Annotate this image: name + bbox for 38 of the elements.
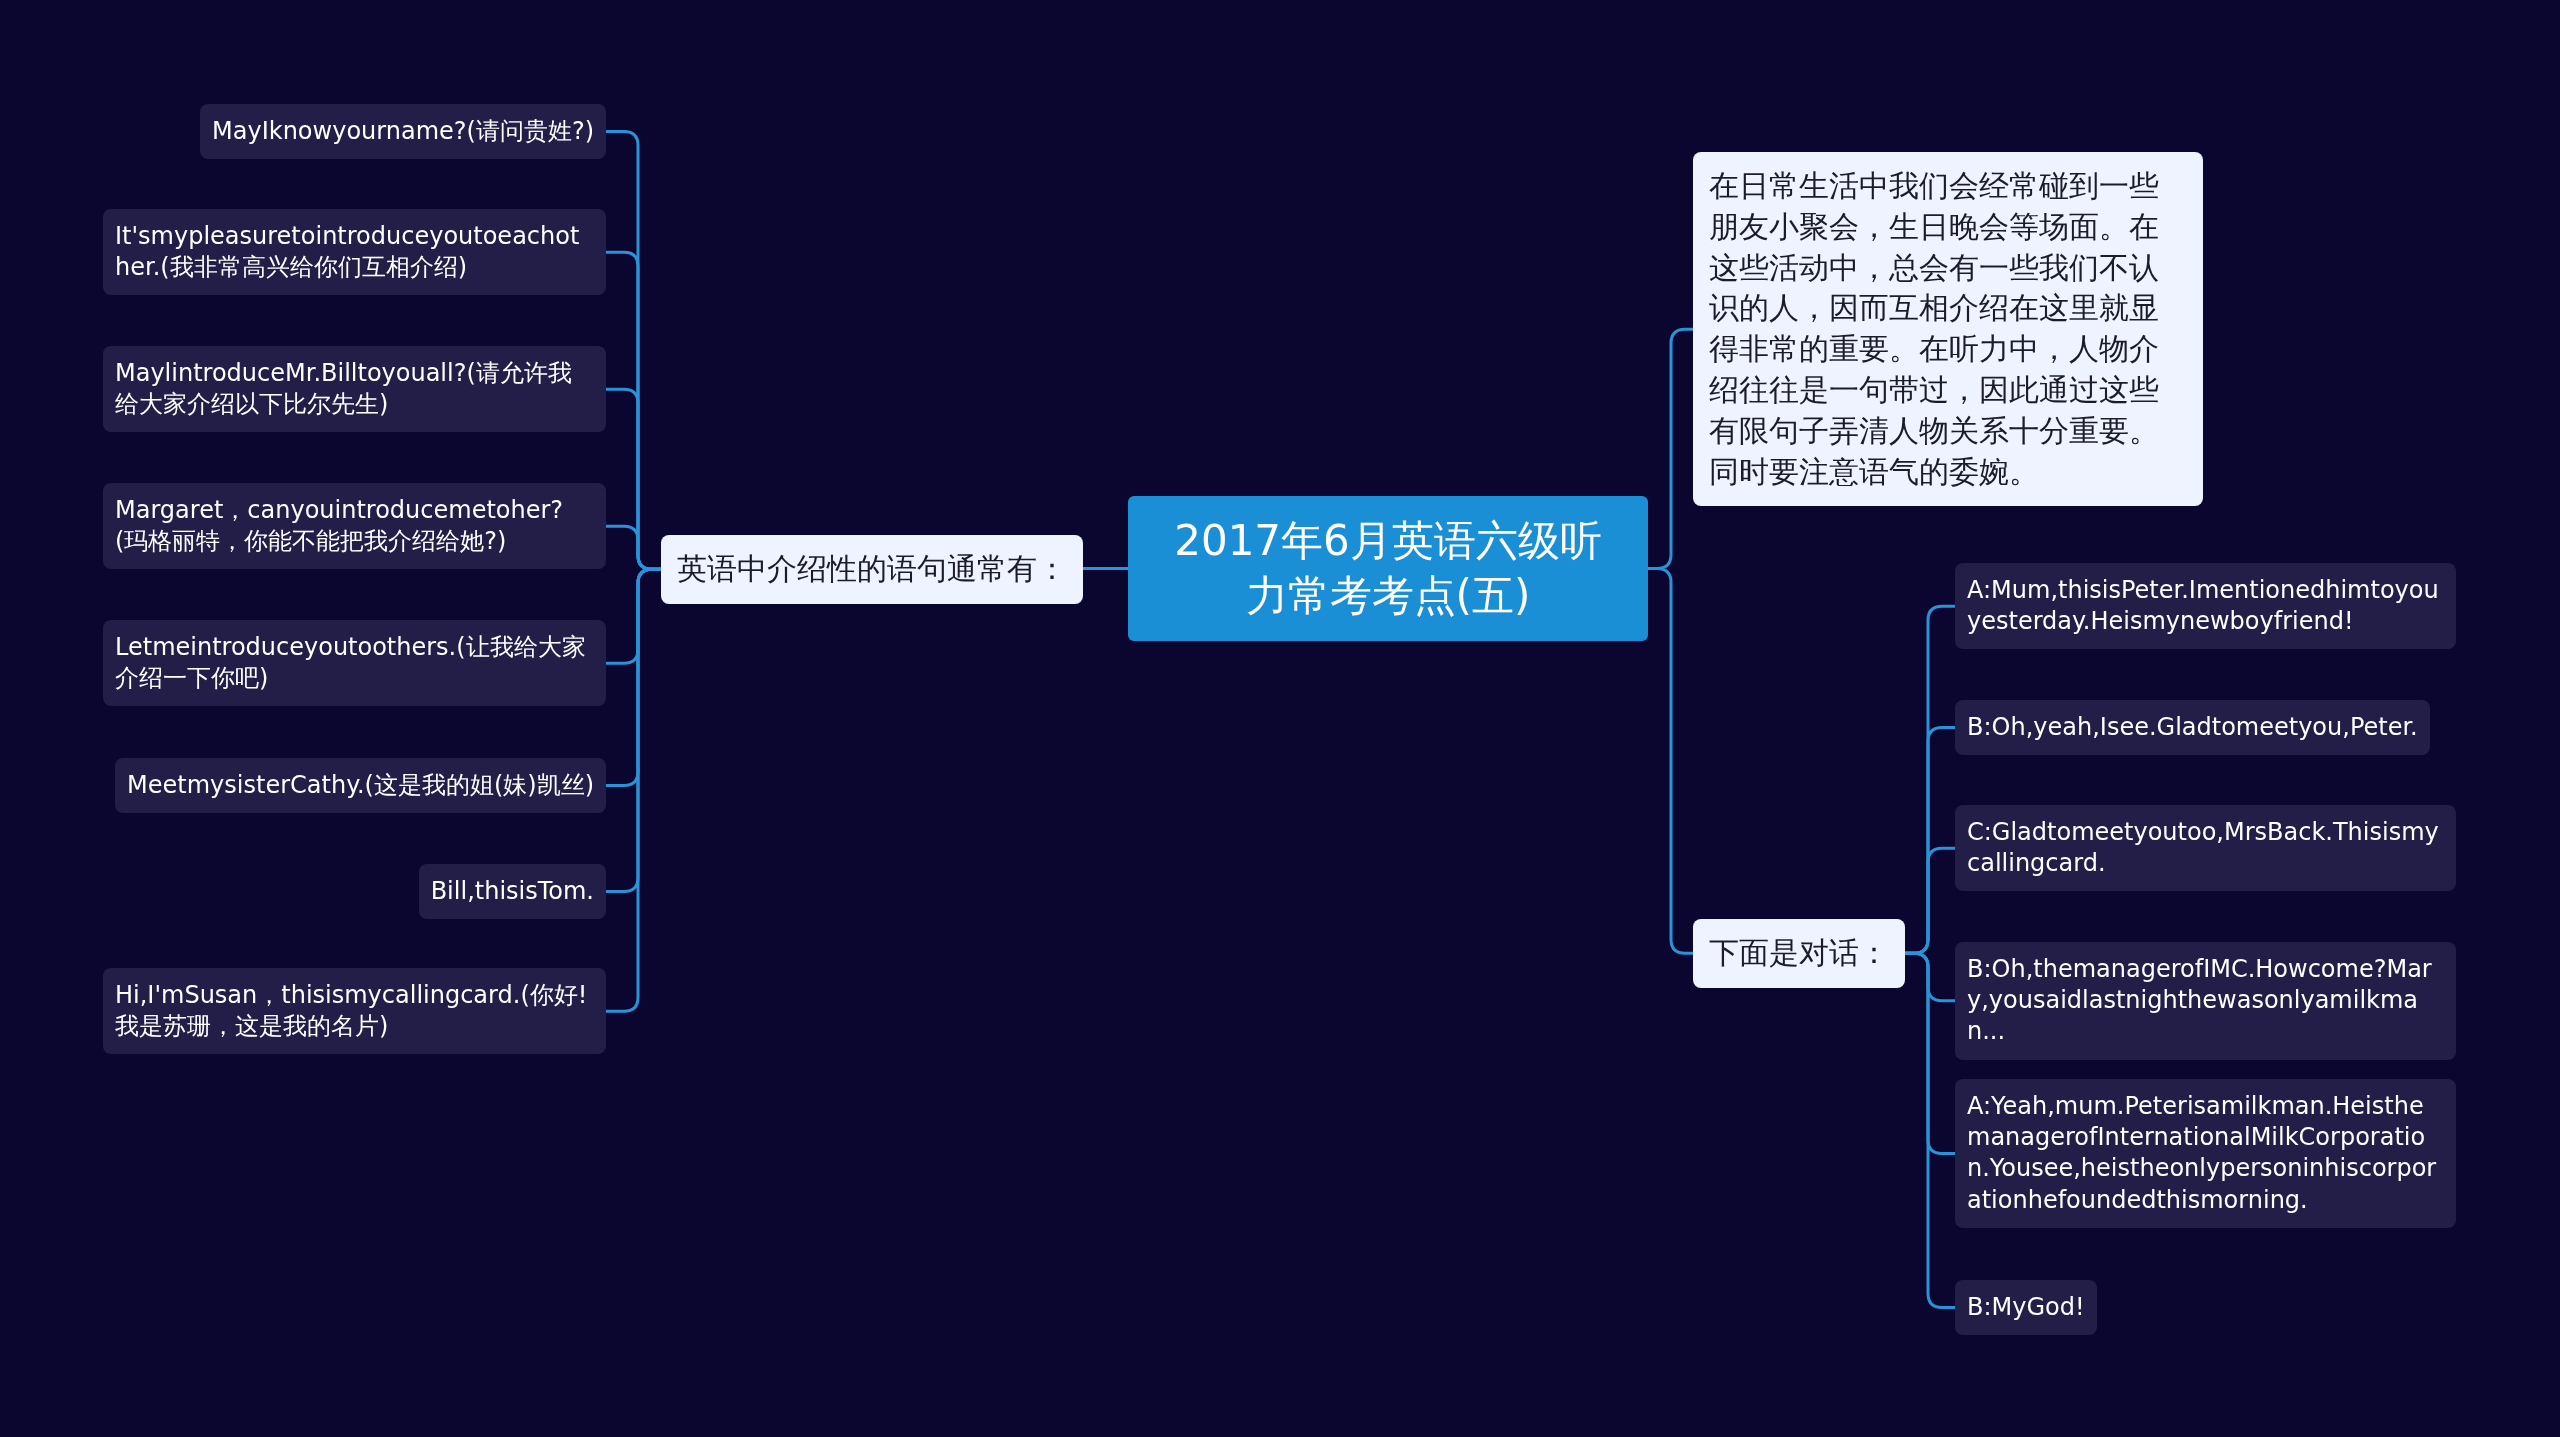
topic-text: Bill,thisisTom. (430, 877, 594, 905)
topic-card (661, 535, 1083, 604)
topic-text: 2017年6月英语六级听力常考考点(五) (1174, 516, 1602, 620)
topic-card (1693, 152, 2203, 507)
subtopic-card (103, 209, 606, 296)
topic-text: 在日常生活中我们会经常碰到一些朋友小聚会，生日晚会等场面。在这些活动中，总会有一些我们不认识的人，因而互相介绍在这里就显得非常的重要。在听力中，人物介绍往往是一句带过，因此通过这些有限句子弄清人物关系十分重要。同时要注意语气的委婉。 (1709, 168, 2159, 489)
subtopic-card (1955, 805, 2456, 892)
subtopic-card (103, 620, 606, 707)
topic-text: B:MyGod! (1967, 1293, 2085, 1321)
subtopic-card (103, 483, 606, 570)
topic-text: A:Yeah,mum.Peterisamilkman.HeisthemanagerofInternationalMilkCorporation.Yousee,heistheonlypersoninhiscorporationhefoundedthismorning. (1967, 1092, 2437, 1214)
subtopic-card (1955, 1280, 2097, 1336)
connector-line (1083, 567, 1128, 571)
topic-text: B:Oh,yeah,Isee.Gladtomeetyou,Peter. (1967, 713, 2418, 741)
topic-text: C:Gladtomeetyoutoo,MrsBack.Thisismycallingcard. (1967, 818, 2439, 878)
subtopic-card (200, 104, 606, 160)
topic-text: A:Mum,thisisPeter.Imentionedhimtoyouyesterday.Heismynewboyfriend! (1967, 576, 2439, 636)
topic-text: MayIknowyourname?(请问贵姓?) (212, 117, 594, 145)
topic-text: Letmeintroduceyoutoothers.(让我给大家介绍一下你吧) (115, 633, 586, 693)
topic-text: It'smypleasuretointroduceyoutoeachother.(我非常高兴给你们互相介绍) (115, 222, 580, 282)
subtopic-card (115, 758, 606, 814)
subtopic-card (103, 968, 606, 1055)
subtopic-card (1955, 942, 2456, 1060)
topic-text: MaylintroduceMr.Billtoyouall?(请允许我给大家介绍以下比尔先生) (115, 359, 572, 419)
subtopic-card (1955, 700, 2430, 756)
topic-text: MeetmysisterCathy.(这是我的姐(妹)凯丝) (127, 771, 594, 799)
connector-line (1648, 567, 1693, 955)
subtopic-card (1955, 1079, 2456, 1228)
subtopic-card (418, 864, 606, 920)
topic-text: 英语中介绍性的语句通常有： (677, 551, 1067, 586)
topic-card (1693, 919, 1905, 988)
topic-text: Margaret，canyouintroducemetoher?(玛格丽特，你能不能把我介绍给她?) (115, 496, 564, 556)
central-topic (1128, 496, 1648, 642)
topic-text: 下面是对话： (1709, 935, 1889, 970)
topic-text: B:Oh,themanagerofIMC.Howcome?Mary,yousaidlastnighthewasonlyamilkman... (1967, 955, 2432, 1046)
subtopic-card (103, 346, 606, 433)
subtopic-card (1955, 563, 2456, 650)
topic-text: Hi,I'mSusan，thisismycallingcard.(你好!我是苏珊，这是我的名片) (115, 981, 588, 1041)
